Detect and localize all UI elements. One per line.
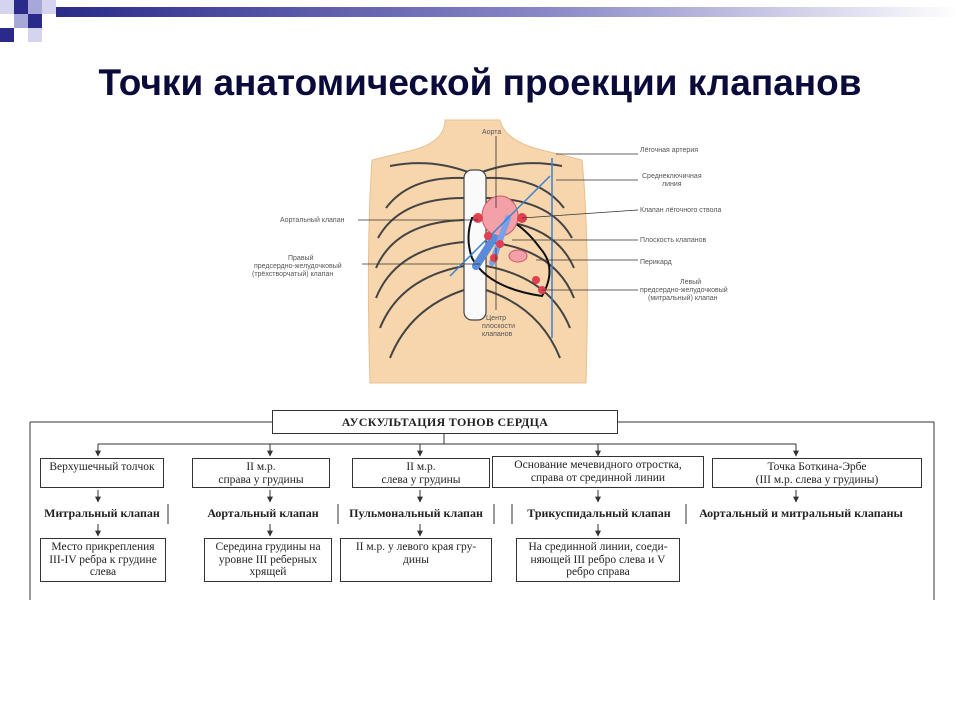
valve-aortic-mitral: Аортальный и митральный клапаны (699, 506, 903, 520)
label-center-3: клапанов (482, 331, 513, 338)
label-tricuspid-1: Правый (288, 254, 314, 262)
label-pulmonary-artery: Лёгочная артерия (640, 147, 698, 154)
label-mitral-3: (митральный) клапан (648, 294, 718, 302)
auscultation-header: АУСКУЛЬТАЦИЯ ТОНОВ СЕРДЦА (272, 410, 618, 434)
point-xiphoid: Основание мечевидного отростка, справа о… (492, 456, 704, 488)
location-aortic: Середина грудины на уровне III реберных … (204, 538, 332, 582)
point-botkin-erb: Точка Боткина-Эрбе (III м.р. слева у гру… (712, 458, 922, 488)
label-aortic-valve: Аортальный клапан (280, 216, 345, 224)
label-tricuspid-2: предсердно-желудочковый (254, 262, 342, 270)
auscultation-flowchart: АУСКУЛЬТАЦИЯ ТОНОВ СЕРДЦА Верхушечный то… (0, 400, 960, 610)
label-midclavicular-2: линия (662, 181, 682, 188)
label-aorta: Аорта (482, 129, 501, 136)
point-apex: Верхушечный толчок (40, 458, 164, 488)
label-pericardium: Перикард (640, 259, 672, 266)
point-2ics-left: II м.р. слева у грудины (352, 458, 490, 488)
label-mitral-2: предсердно-желудочковый (640, 286, 728, 294)
label-center-1: Центр (486, 315, 506, 322)
chest-anatomy-illustration: Аорта Лёгочная артерия Среднеключичная л… (252, 119, 728, 384)
label-mitral-1: Левый (680, 278, 701, 286)
label-midclavicular-1: Среднеключичная (642, 173, 702, 180)
label-pulmonary-valve: Клапан лёгочного ствола (640, 207, 721, 214)
valve-mitral: Митральный клапан (44, 506, 160, 520)
label-center-2: плоскости (482, 323, 515, 330)
slide-header-decoration (0, 0, 960, 42)
valve-pulmonary: Пульмональный клапан (349, 506, 483, 520)
label-tricuspid-3: (трёхстворчатый) клапан (252, 270, 333, 278)
location-pulmonary: II м.р. у левого края гру- дины (340, 538, 492, 582)
label-valve-plane: Плоскость клапанов (640, 237, 706, 244)
valve-tricuspid: Трикуспидальный клапан (527, 506, 671, 520)
auscultation-header-text: АУСКУЛЬТАЦИЯ ТОНОВ СЕРДЦА (341, 414, 549, 429)
slide-title: Точки анатомической проекции клапанов (98, 62, 862, 103)
valve-aortic: Аортальный клапан (207, 506, 319, 520)
point-2ics-right: II м.р. справа у грудины (192, 458, 330, 488)
location-mitral: Место прикрепления III-IV ребра к грудин… (40, 538, 166, 582)
location-tricuspid: На срединной линии, соеди- няющей III ре… (516, 538, 680, 582)
flowchart-connectors (29, 421, 935, 600)
